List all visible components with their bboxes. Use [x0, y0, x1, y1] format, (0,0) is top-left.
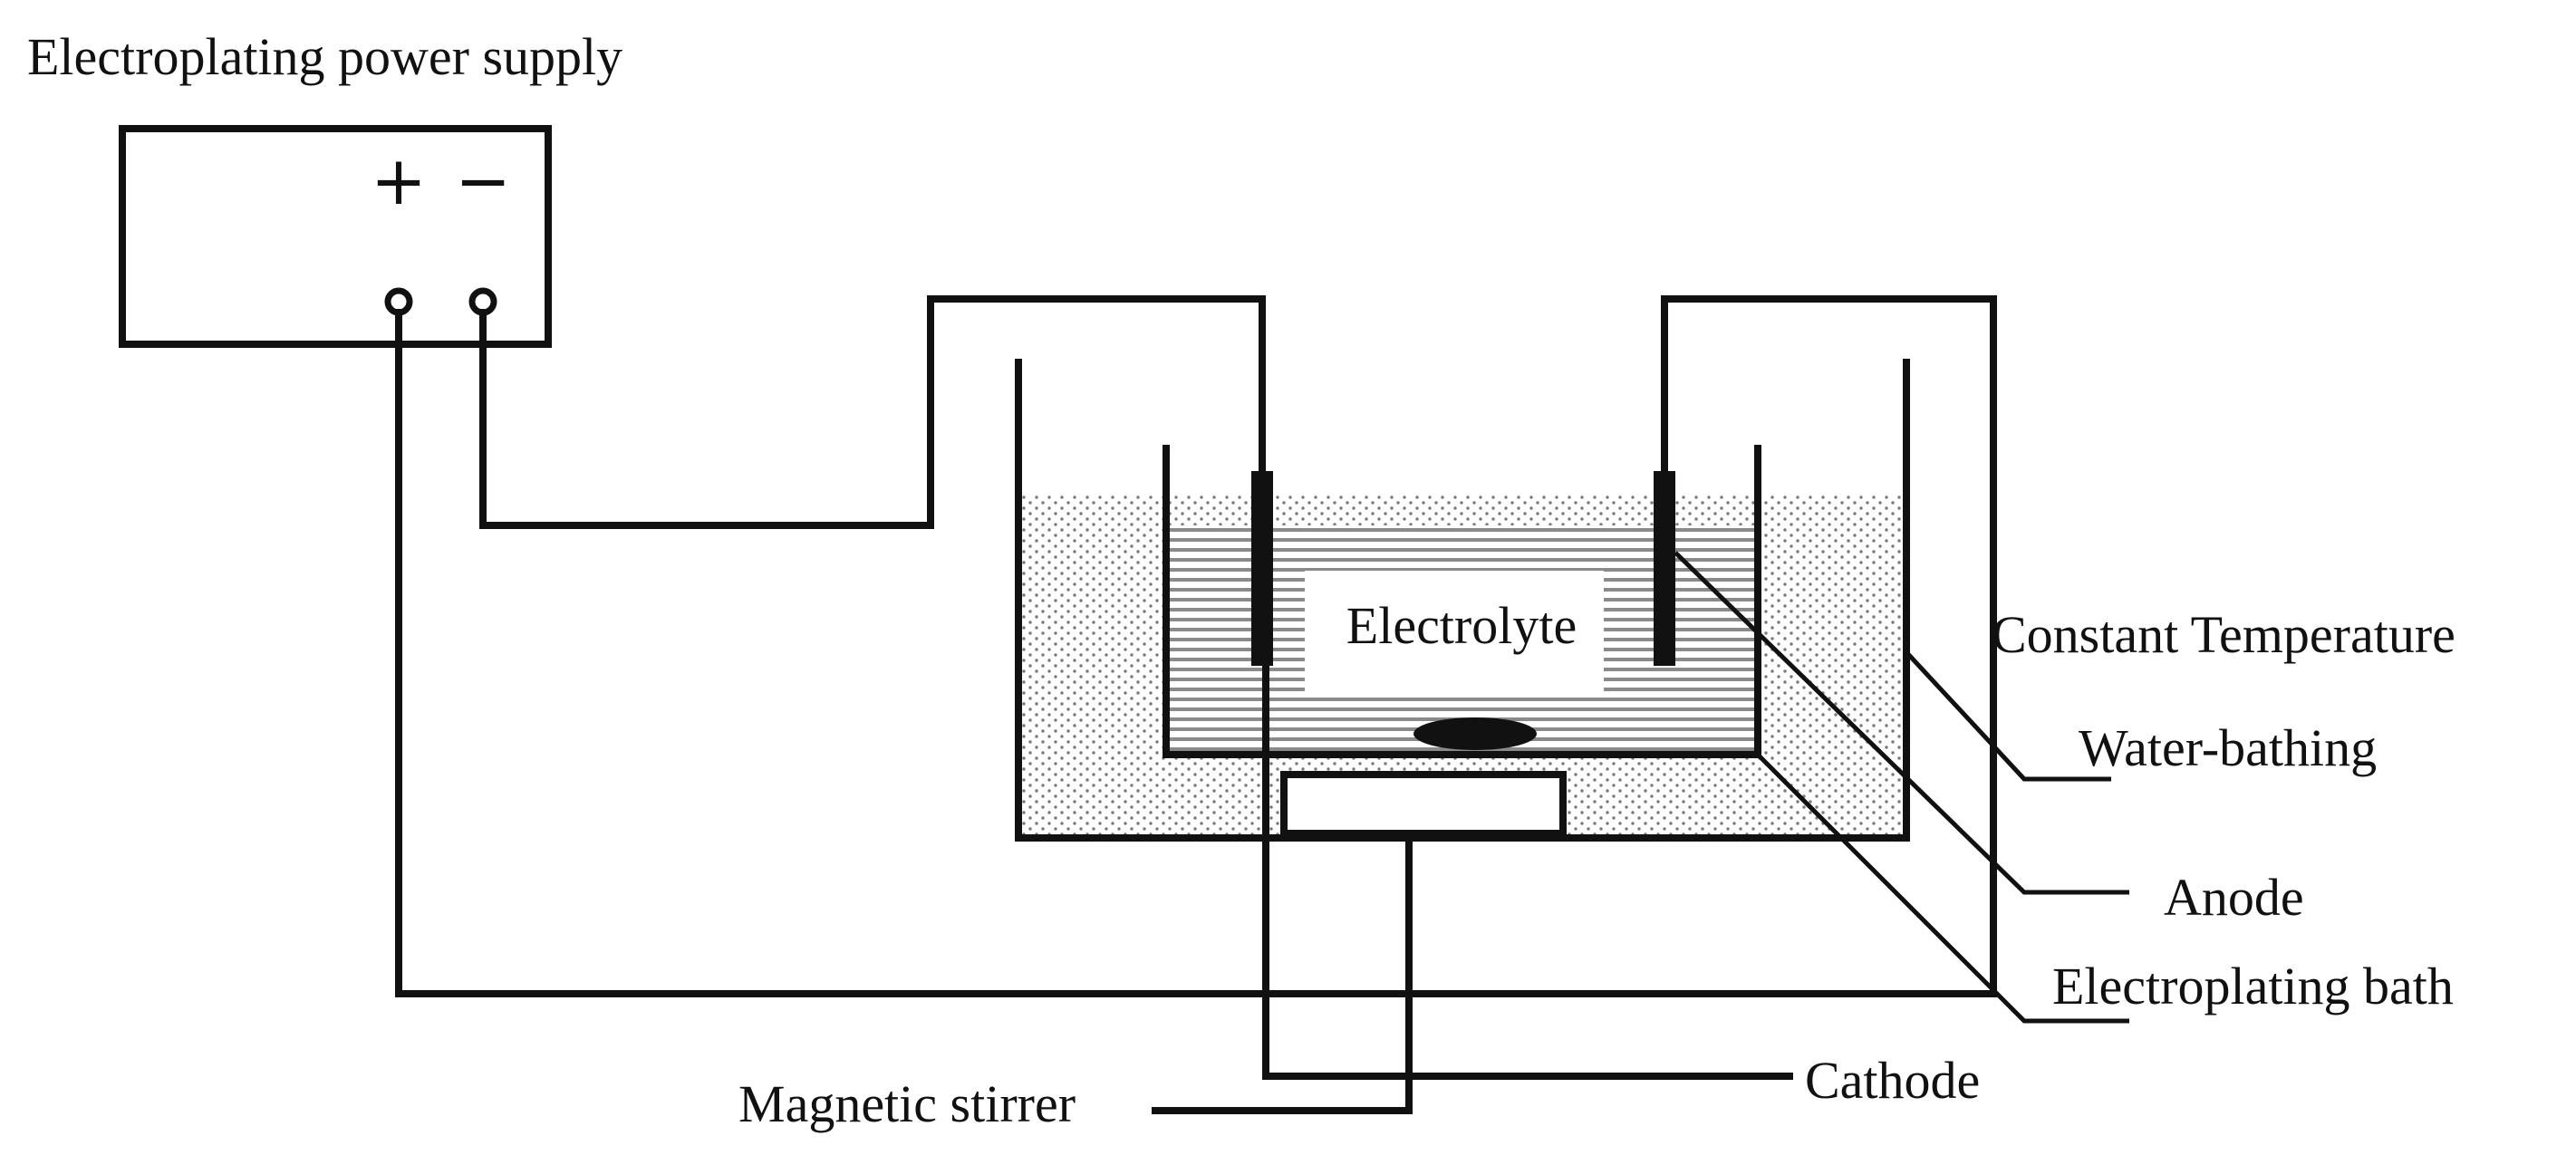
- magnetic-stirrer-box: [1280, 771, 1567, 837]
- power-supply-box: [119, 125, 552, 348]
- magnetic-stirrer-label: Magnetic stirrer: [738, 1074, 1076, 1133]
- positive-wire: [395, 295, 1997, 997]
- negative-wire: [479, 295, 1266, 529]
- electrolyte-label: Electrolyte: [1346, 596, 1577, 655]
- electroplating-bath-vessel: [1163, 445, 1761, 758]
- cathode-leader-line: [1262, 662, 1793, 1080]
- stir-bar: [1413, 717, 1537, 750]
- anode-label: Anode: [2164, 868, 2304, 927]
- constant-temperature-label: Constant Temperature: [1992, 605, 2455, 664]
- electroplating-bath-leader-line: [1756, 753, 2129, 1024]
- power-supply-label: Electroplating power supply: [27, 27, 622, 86]
- water-bathing-leader-line: [1905, 650, 2111, 782]
- anode-electrode: [1654, 471, 1675, 666]
- electrolyte-label-bg: [1305, 571, 1604, 698]
- cathode-label: Cathode: [1805, 1051, 1980, 1110]
- magnetic-stirrer-leader-line: [1152, 834, 1413, 1114]
- negative-sign: −: [455, 142, 511, 220]
- water-bath-vessel: [1015, 359, 1910, 842]
- water-bathing-label: Water-bathing: [2079, 718, 2377, 777]
- power-supply: + −: [119, 125, 552, 348]
- anode-leader-line: [1674, 551, 2129, 895]
- cathode-electrode: [1251, 471, 1273, 666]
- electroplating-bath-label: Electroplating bath: [2052, 957, 2454, 1015]
- positive-sign: +: [371, 142, 427, 220]
